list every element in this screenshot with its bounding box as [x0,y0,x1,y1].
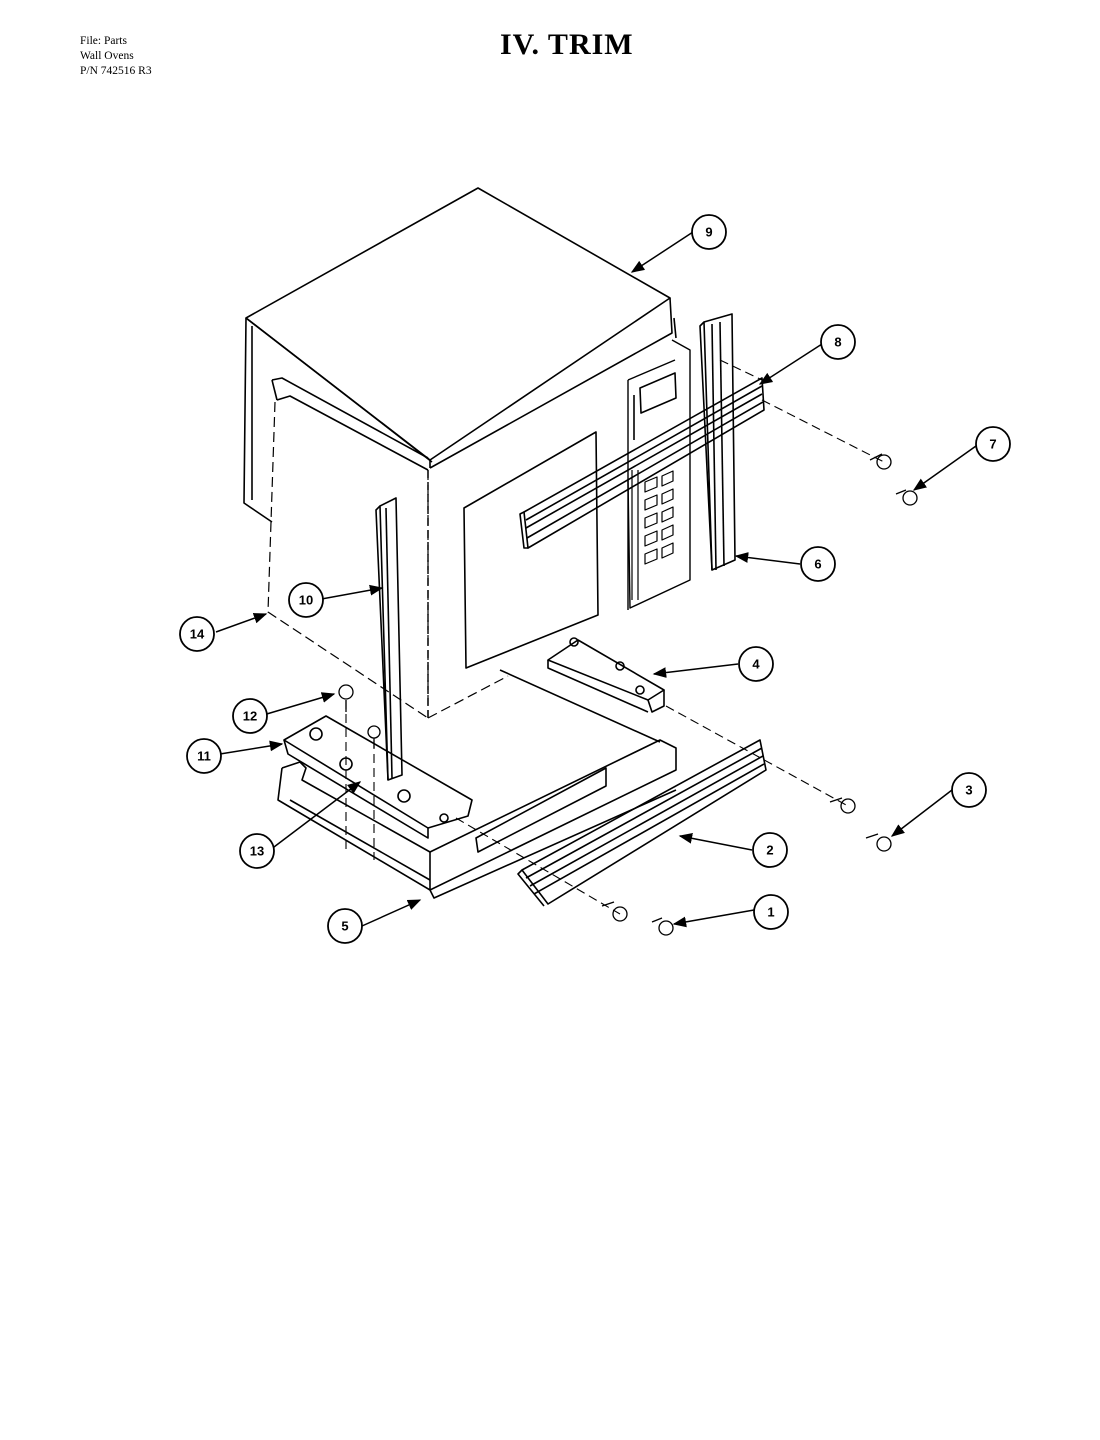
screw-7b [895,489,918,506]
screw-3a [829,797,856,814]
callout-9 [691,214,727,250]
callout-1 [753,894,789,930]
screw-1a [601,901,628,922]
callout-8 [820,324,856,360]
callout-label-9: 9 [705,225,712,240]
left-bracket [283,715,473,839]
callout-13 [239,833,275,869]
header-meta: File: Parts Wall Ovens P/N 742516 R3 [80,34,152,79]
callout-label-11: 11 [197,749,211,764]
screws [338,453,918,936]
screw-3b [865,833,892,852]
control-display [633,372,677,440]
callout-label-1: 1 [767,905,774,920]
callouts [179,214,1011,944]
callout-2 [752,832,788,868]
callout-label-4: 4 [752,657,760,672]
keypad [631,470,674,600]
right-bracket [547,637,665,713]
top-trim-strip [519,377,765,549]
part-number-label: P/N 742516 R3 [80,65,152,77]
callout-11 [186,738,222,774]
product-label: Wall Ovens [80,50,134,62]
callout-label-7: 7 [989,437,996,452]
screw-7a [869,453,892,470]
callout-7 [975,426,1011,462]
callout-6 [800,546,836,582]
page-title: IV. TRIM [500,28,634,61]
left-side-trim [375,497,403,781]
callout-label-10: 10 [299,593,313,608]
callout-label-14: 14 [190,627,205,642]
callout-label-6: 6 [814,557,821,572]
callout-14 [179,616,215,652]
callout-label-8: 8 [834,335,841,350]
callout-5 [327,908,363,944]
assembly-guides [345,359,885,915]
callout-label-12: 12 [243,709,257,724]
file-label: File: Parts [80,35,127,47]
callout-labels: 9 8 7 6 10 14 4 12 3 11 2 13 1 5 [190,225,997,934]
oven-frame [271,377,429,471]
oven-front-face [427,339,691,718]
right-side-trim [699,313,736,571]
callout-label-5: 5 [341,919,348,934]
callout-leaders [215,231,977,928]
cabinet-top [243,187,677,523]
bottom-trim-strip [517,739,767,907]
callout-label-2: 2 [766,843,773,858]
oven-window [463,431,599,669]
callout-label-3: 3 [965,783,972,798]
bottom-base [277,669,677,899]
callout-label-13: 13 [250,844,264,859]
callout-10 [288,582,324,618]
callout-12 [232,698,268,734]
screw-1b [651,917,674,936]
callout-3 [951,772,987,808]
callout-4 [738,646,774,682]
